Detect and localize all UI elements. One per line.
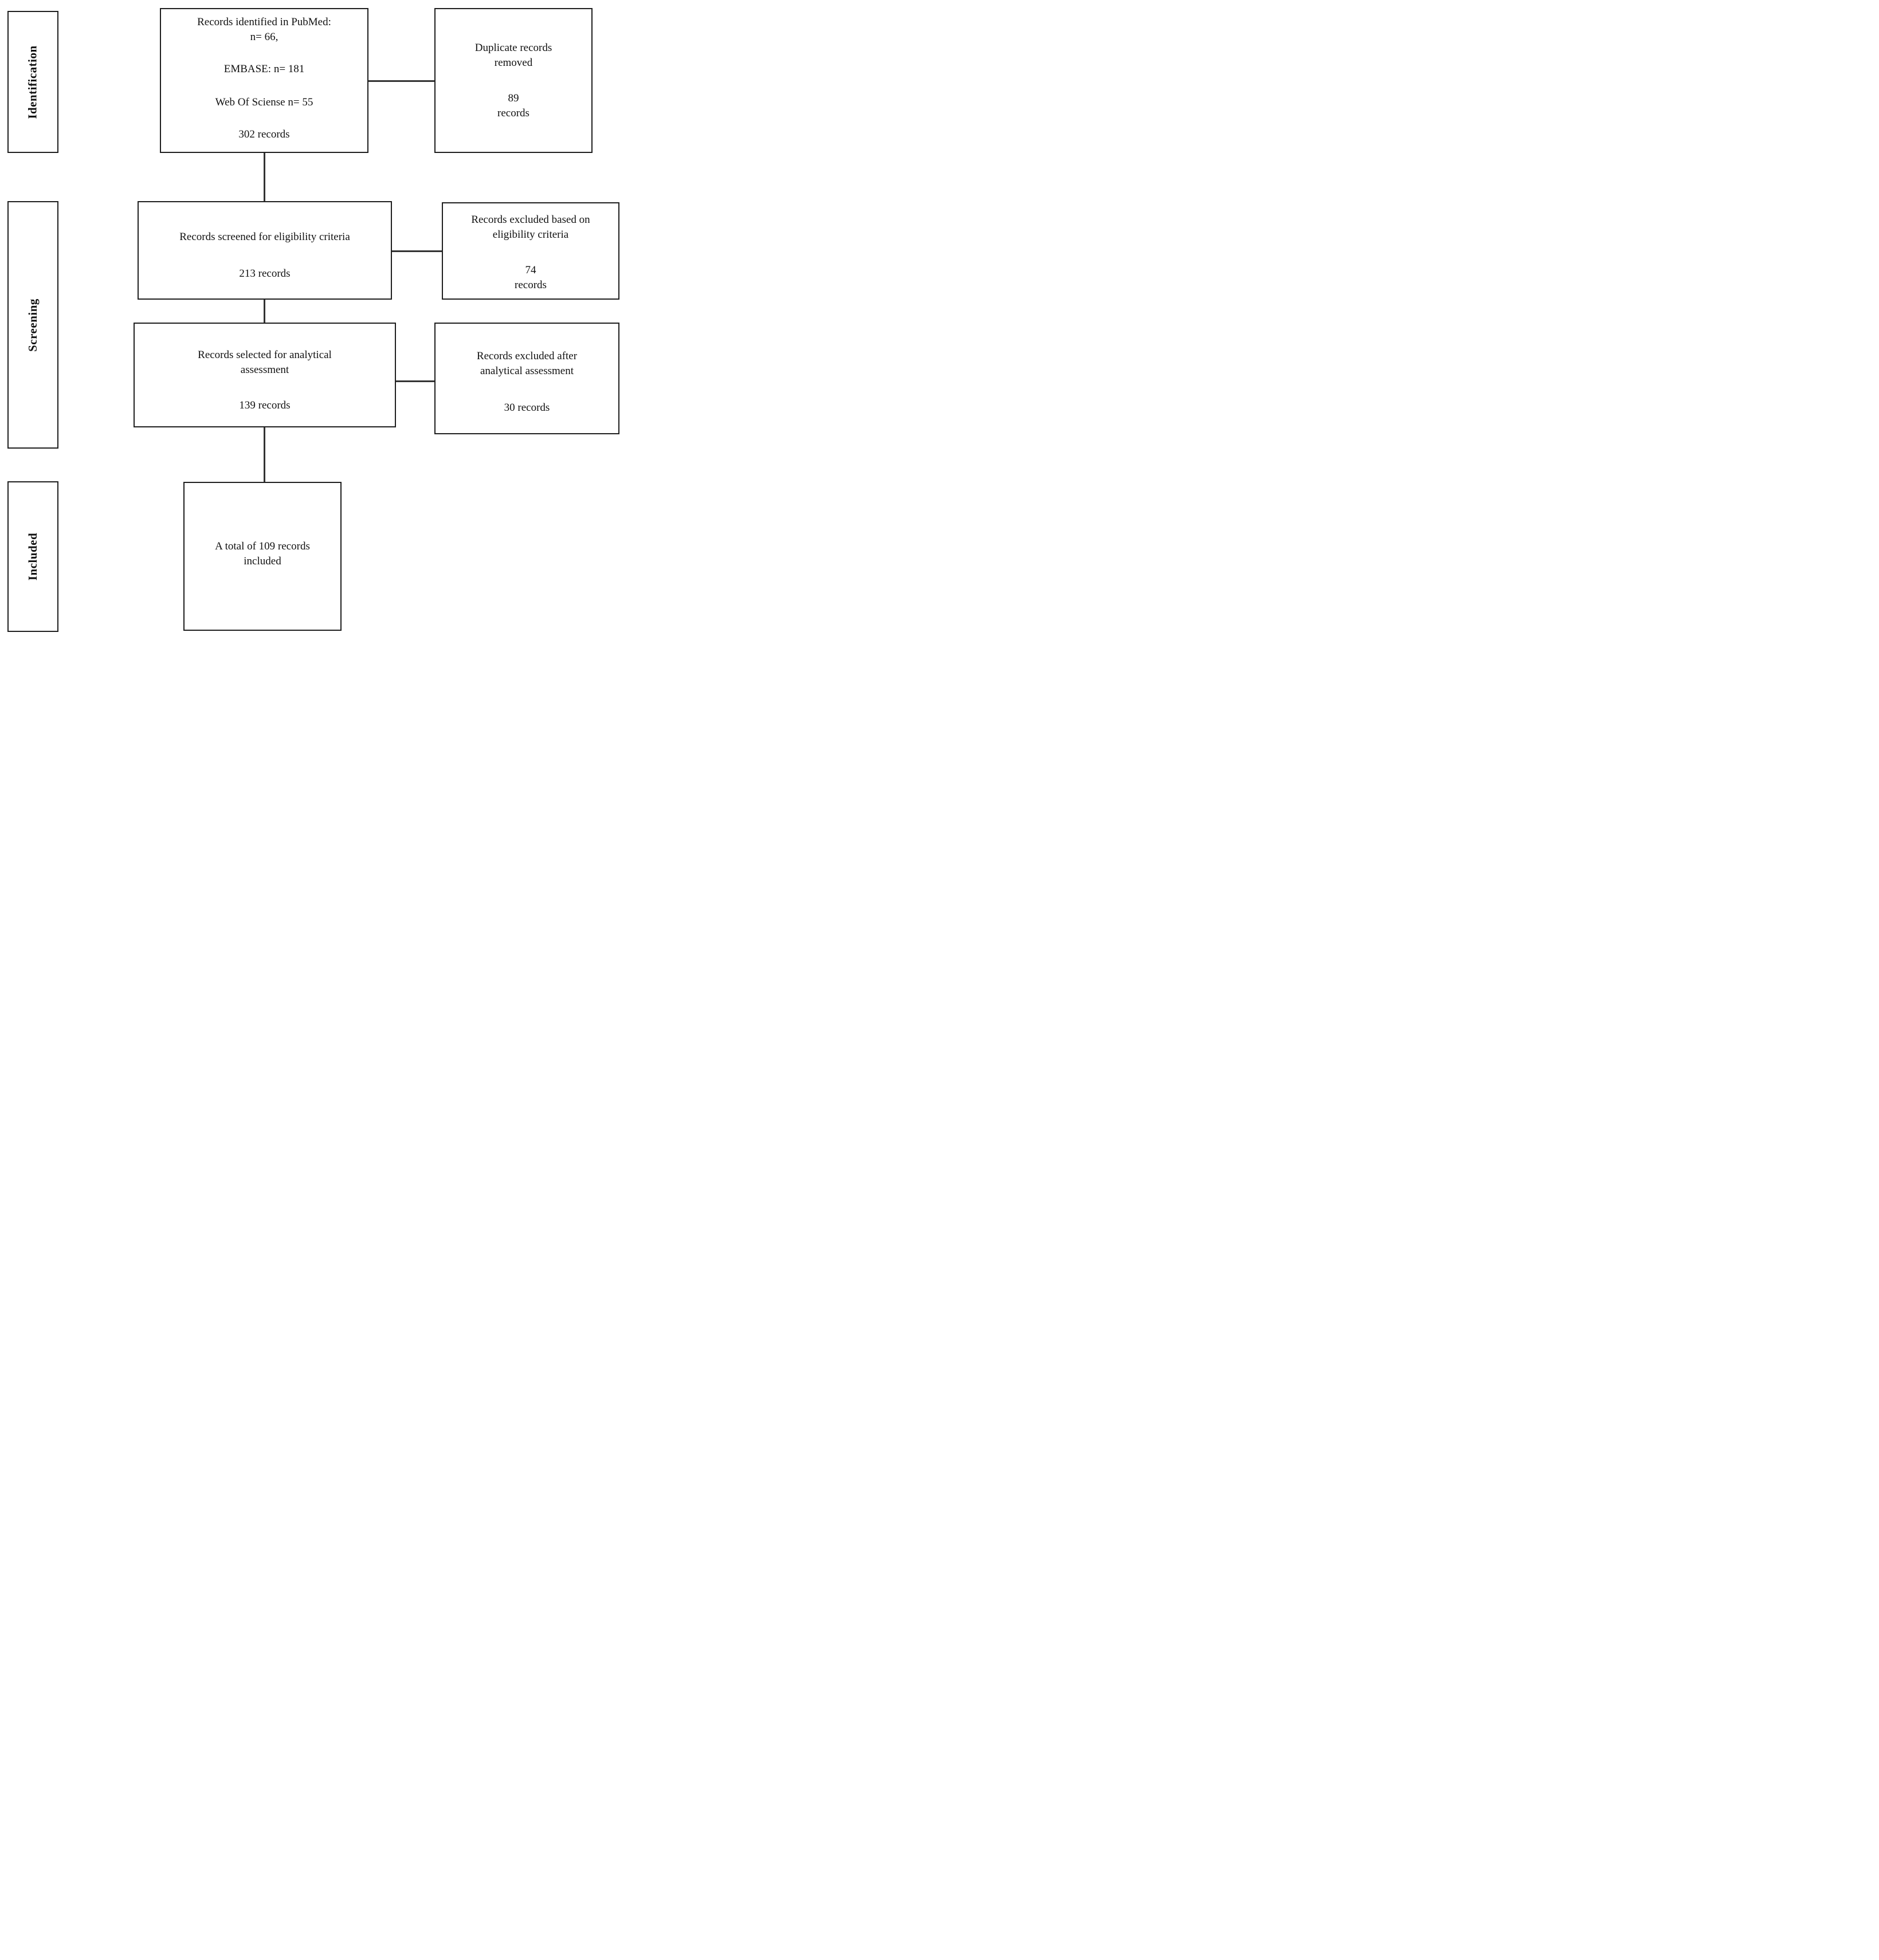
records-identified-embase-count: EMBASE: n= 181 xyxy=(223,63,305,75)
stage-label-included: Included xyxy=(26,532,40,581)
records-selected-line2: assessment xyxy=(240,364,289,376)
stage-box-identification: Identification xyxy=(7,11,58,153)
flow-box-records-selected: Records selected for analytical assessme… xyxy=(134,323,396,427)
records-identified-total: 302 records xyxy=(238,128,290,140)
records-identified-line: Records identified in PubMed: xyxy=(197,16,331,28)
connector-selected-to-excluded-analytical xyxy=(396,380,434,382)
stage-label-identification: Identification xyxy=(26,45,40,119)
duplicates-removed-line1: Duplicate records xyxy=(474,42,552,54)
records-identified-wos-count: Web Of Sciense n= 55 xyxy=(215,96,313,108)
records-identified-pubmed-count: n= 66, xyxy=(250,31,278,43)
excluded-analytical-line1: Records excluded after xyxy=(476,350,578,362)
prisma-flow-diagram: Identification Screening Included Record… xyxy=(0,0,626,653)
flow-box-records-identified: Records identified in PubMed: n= 66, EMB… xyxy=(160,8,368,153)
excluded-analytical-count: 30 records xyxy=(504,402,550,414)
connector-identified-to-screened xyxy=(264,153,265,201)
stage-box-included: Included xyxy=(7,481,58,632)
flow-box-records-screened: Records screened for eligibility criteri… xyxy=(138,201,392,300)
records-screened-count: 213 records xyxy=(239,268,291,280)
records-included-line2: included xyxy=(244,555,281,567)
records-screened-line: Records screened for eligibility criteri… xyxy=(179,231,350,243)
connector-screened-to-excluded-eligibility xyxy=(392,250,442,252)
excluded-eligibility-unit: records xyxy=(515,279,547,291)
records-selected-count: 139 records xyxy=(239,399,291,411)
flow-box-records-included: A total of 109 records included xyxy=(183,482,342,631)
records-included-line1: A total of 109 records xyxy=(215,540,310,552)
stage-box-screening: Screening xyxy=(7,201,58,449)
excluded-eligibility-count: 74 xyxy=(525,264,536,276)
connector-selected-to-included xyxy=(264,427,265,482)
duplicates-removed-count: 89 xyxy=(508,92,519,104)
flow-box-excluded-analytical: Records excluded after analytical assess… xyxy=(434,323,619,434)
connector-screened-to-selected xyxy=(264,300,265,323)
stage-label-screening: Screening xyxy=(26,298,40,352)
flow-box-duplicates-removed: Duplicate records removed 89 records xyxy=(434,8,593,153)
duplicates-removed-line2: removed xyxy=(494,57,533,69)
excluded-eligibility-line2: eligibility criteria xyxy=(492,229,569,241)
excluded-eligibility-line1: Records excluded based on xyxy=(471,214,590,226)
connector-identified-to-duplicates xyxy=(368,80,434,82)
records-selected-line1: Records selected for analytical xyxy=(198,349,332,361)
flow-box-excluded-eligibility: Records excluded based on eligibility cr… xyxy=(442,202,619,300)
excluded-analytical-line2: analytical assessment xyxy=(480,365,574,377)
duplicates-removed-unit: records xyxy=(497,107,529,119)
